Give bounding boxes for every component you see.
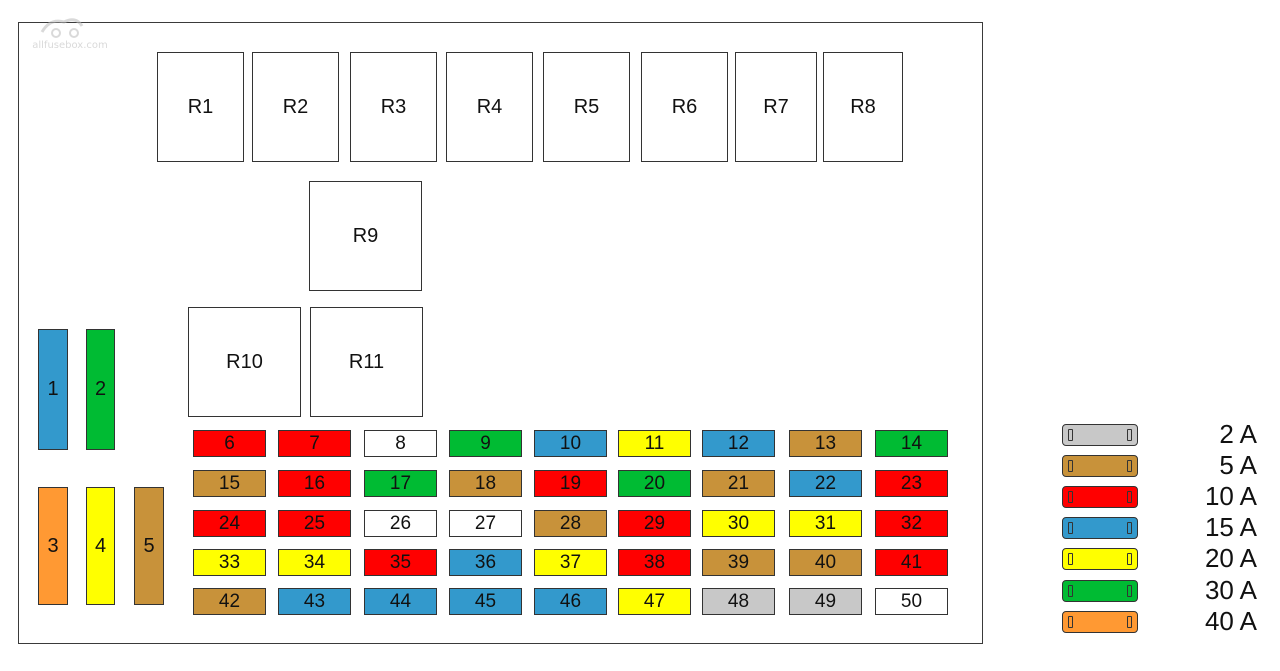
fuse-32: 32 bbox=[875, 510, 948, 537]
fuse-1: 1 bbox=[38, 329, 68, 450]
legend-fuse-icon bbox=[1062, 424, 1138, 446]
fuse-terminal-icon bbox=[1068, 491, 1073, 503]
fuse-terminal-icon bbox=[1127, 429, 1132, 441]
fuse-13: 13 bbox=[789, 430, 862, 457]
fuse-27: 27 bbox=[449, 510, 522, 537]
fuse-35: 35 bbox=[364, 549, 437, 576]
fuse-18: 18 bbox=[449, 470, 522, 497]
legend-fuse-icon bbox=[1062, 517, 1138, 539]
fuse-43: 43 bbox=[278, 588, 351, 615]
fuse-10: 10 bbox=[534, 430, 607, 457]
fuse-46: 46 bbox=[534, 588, 607, 615]
legend-fuse-icon bbox=[1062, 580, 1138, 602]
fuse-terminal-icon bbox=[1127, 522, 1132, 534]
fuse-terminal-icon bbox=[1068, 585, 1073, 597]
relay-r10: R10 bbox=[188, 307, 301, 417]
fuse-48: 48 bbox=[702, 588, 775, 615]
watermark-text: allfusebox.com bbox=[32, 40, 108, 51]
fuse-7: 7 bbox=[278, 430, 351, 457]
fuse-44: 44 bbox=[364, 588, 437, 615]
relay-r9: R9 bbox=[309, 181, 422, 291]
fuse-3: 3 bbox=[38, 487, 68, 605]
fuse-terminal-icon bbox=[1068, 616, 1073, 628]
fuse-19: 19 bbox=[534, 470, 607, 497]
fuse-36: 36 bbox=[449, 549, 522, 576]
fuse-39: 39 bbox=[702, 549, 775, 576]
fuse-49: 49 bbox=[789, 588, 862, 615]
fuse-terminal-icon bbox=[1068, 553, 1073, 565]
fuse-12: 12 bbox=[702, 430, 775, 457]
relay-r6: R6 bbox=[641, 52, 728, 162]
relay-r11: R11 bbox=[310, 307, 423, 417]
fuse-5: 5 bbox=[134, 487, 164, 605]
fuse-6: 6 bbox=[193, 430, 266, 457]
fuse-21: 21 bbox=[702, 470, 775, 497]
fuse-terminal-icon bbox=[1127, 460, 1132, 472]
fuse-31: 31 bbox=[789, 510, 862, 537]
legend-label: 10 A bbox=[1204, 481, 1257, 511]
relay-r3: R3 bbox=[350, 52, 437, 162]
relay-r8: R8 bbox=[823, 52, 903, 162]
fuse-8: 8 bbox=[364, 430, 437, 457]
fuse-11: 11 bbox=[618, 430, 691, 457]
fuse-34: 34 bbox=[278, 549, 351, 576]
fuse-terminal-icon bbox=[1068, 460, 1073, 472]
legend-label: 40 A bbox=[1204, 606, 1257, 636]
legend-fuse-icon bbox=[1062, 455, 1138, 477]
legend-label: 20 A bbox=[1204, 543, 1257, 573]
fuse-23: 23 bbox=[875, 470, 948, 497]
fuse-14: 14 bbox=[875, 430, 948, 457]
fuse-terminal-icon bbox=[1068, 522, 1073, 534]
fuse-25: 25 bbox=[278, 510, 351, 537]
fuse-terminal-icon bbox=[1127, 585, 1132, 597]
fuse-20: 20 bbox=[618, 470, 691, 497]
legend-fuse-icon bbox=[1062, 486, 1138, 508]
fuse-26: 26 bbox=[364, 510, 437, 537]
fuse-28: 28 bbox=[534, 510, 607, 537]
fuse-29: 29 bbox=[618, 510, 691, 537]
legend-label: 2 A bbox=[1219, 419, 1257, 449]
fuse-15: 15 bbox=[193, 470, 266, 497]
fuse-9: 9 bbox=[449, 430, 522, 457]
fuse-4: 4 bbox=[86, 487, 115, 605]
fuse-41: 41 bbox=[875, 549, 948, 576]
relay-r1: R1 bbox=[157, 52, 244, 162]
fuse-37: 37 bbox=[534, 549, 607, 576]
fuse-30: 30 bbox=[702, 510, 775, 537]
fuse-terminal-icon bbox=[1127, 616, 1132, 628]
relay-r2: R2 bbox=[252, 52, 339, 162]
fuse-40: 40 bbox=[789, 549, 862, 576]
legend-label: 5 A bbox=[1219, 450, 1257, 480]
fuse-terminal-icon bbox=[1127, 491, 1132, 503]
fuse-2: 2 bbox=[86, 329, 115, 450]
fuse-42: 42 bbox=[193, 588, 266, 615]
legend-fuse-icon bbox=[1062, 548, 1138, 570]
fuse-22: 22 bbox=[789, 470, 862, 497]
relay-r4: R4 bbox=[446, 52, 533, 162]
fuse-terminal-icon bbox=[1127, 553, 1132, 565]
legend-label: 15 A bbox=[1204, 512, 1257, 542]
fuse-17: 17 bbox=[364, 470, 437, 497]
fuse-24: 24 bbox=[193, 510, 266, 537]
fuse-16: 16 bbox=[278, 470, 351, 497]
watermark-logo-icon: allfusebox.com bbox=[32, 18, 108, 51]
relay-r7: R7 bbox=[735, 52, 817, 162]
legend-label: 30 A bbox=[1204, 575, 1257, 605]
fuse-terminal-icon bbox=[1068, 429, 1073, 441]
fuse-38: 38 bbox=[618, 549, 691, 576]
fuse-50: 50 bbox=[875, 588, 948, 615]
legend-fuse-icon bbox=[1062, 611, 1138, 633]
fuse-47: 47 bbox=[618, 588, 691, 615]
fuse-45: 45 bbox=[449, 588, 522, 615]
relay-r5: R5 bbox=[543, 52, 630, 162]
fuse-33: 33 bbox=[193, 549, 266, 576]
